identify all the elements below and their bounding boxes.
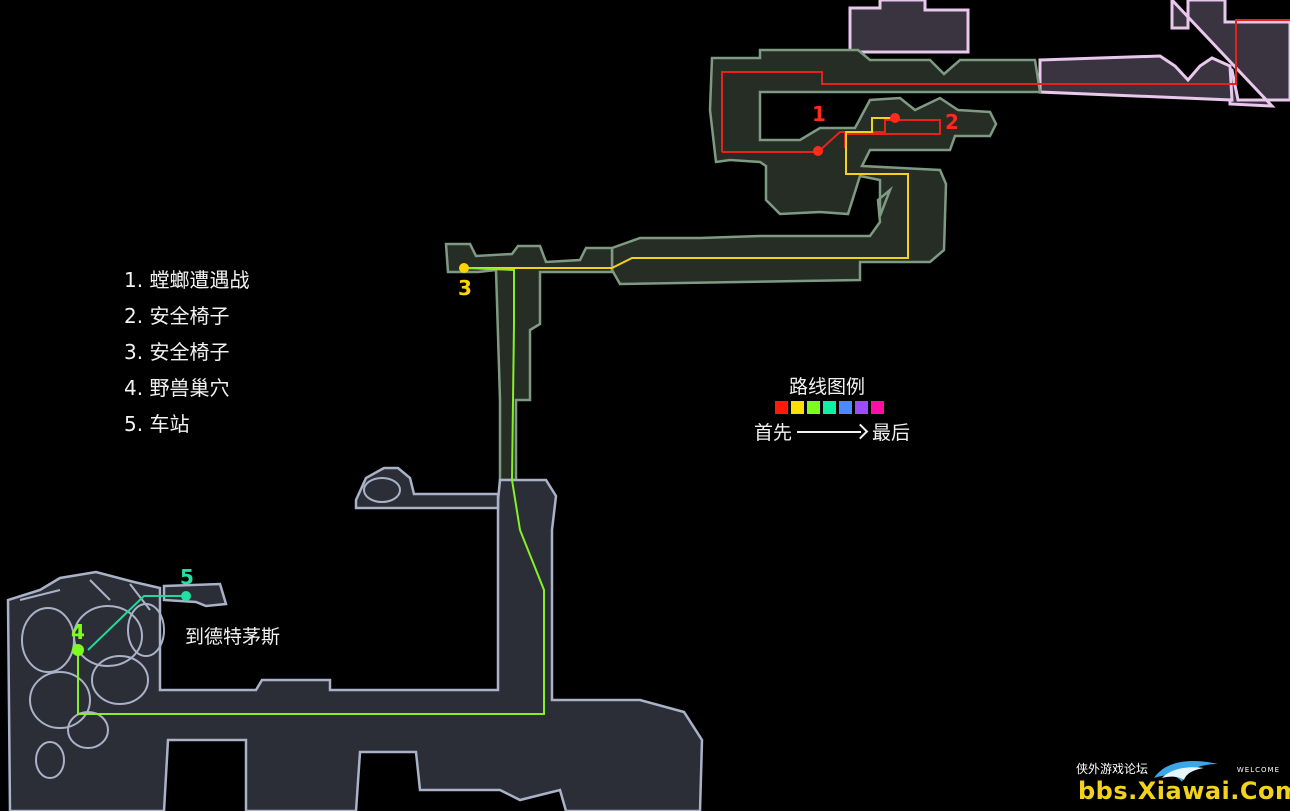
- swatch-magenta: [871, 401, 884, 414]
- marker-4: [72, 644, 84, 656]
- swatch-green: [807, 401, 820, 414]
- route-teal: [87, 595, 186, 651]
- legend-item-1: 1. 螳螂遭遇战: [124, 268, 250, 292]
- marker-3: [459, 263, 469, 273]
- beast-den-cells: [19, 477, 401, 779]
- wave-logo-icon: [1154, 760, 1218, 782]
- destination-label: 到德特茅斯: [185, 626, 281, 648]
- pin-label-4: 4: [71, 620, 85, 644]
- gray-area: [6, 466, 704, 811]
- pin-label-5: 5: [180, 565, 194, 589]
- route-last-label: 最后: [872, 422, 911, 444]
- route-red-inner: [722, 119, 941, 153]
- route-red: [721, 19, 1290, 152]
- route-markers: [72, 113, 900, 656]
- swatch-teal: [823, 401, 836, 414]
- legend-item-5: 5. 车站: [124, 412, 190, 436]
- pin-label-2: 2: [945, 110, 959, 134]
- green-area: [444, 48, 1042, 482]
- legend-item-2: 2. 安全椅子: [124, 304, 230, 328]
- swatch-yellow: [791, 401, 804, 414]
- swatch-purple: [855, 401, 868, 414]
- swatch-blue: [839, 401, 852, 414]
- arrow-right-icon: [797, 426, 867, 438]
- routes: [77, 19, 1290, 715]
- route-color-swatches: [775, 401, 884, 414]
- legend-item-3: 3. 安全椅子: [124, 340, 230, 364]
- watermark-site: bbs.Xiawai.Com: [1078, 777, 1290, 805]
- marker-2: [890, 113, 900, 123]
- route-legend-title: 路线图例: [789, 376, 866, 398]
- pin-label-3: 3: [458, 276, 472, 300]
- pin-label-1: 1: [812, 102, 826, 126]
- swatch-red: [775, 401, 788, 414]
- location-legend: 1. 螳螂遭遇战 2. 安全椅子 3. 安全椅子 4. 野兽巢穴 5. 车站: [124, 262, 249, 442]
- route-yellow: [462, 117, 909, 269]
- marker-1: [813, 146, 823, 156]
- site-watermark: 侠外游戏论坛 WELCOME bbs.Xiawai.Com: [1072, 758, 1290, 808]
- watermark-forum-text: 侠外游戏论坛: [1076, 762, 1149, 776]
- route-first-label: 首先: [754, 422, 793, 444]
- watermark-welcome: WELCOME: [1236, 766, 1280, 774]
- route-green: [77, 267, 545, 715]
- pink-area: [848, 0, 1290, 108]
- legend-item-4: 4. 野兽巢穴: [124, 376, 230, 400]
- route-order-row: 首先 最后: [754, 418, 910, 445]
- marker-5: [181, 591, 191, 601]
